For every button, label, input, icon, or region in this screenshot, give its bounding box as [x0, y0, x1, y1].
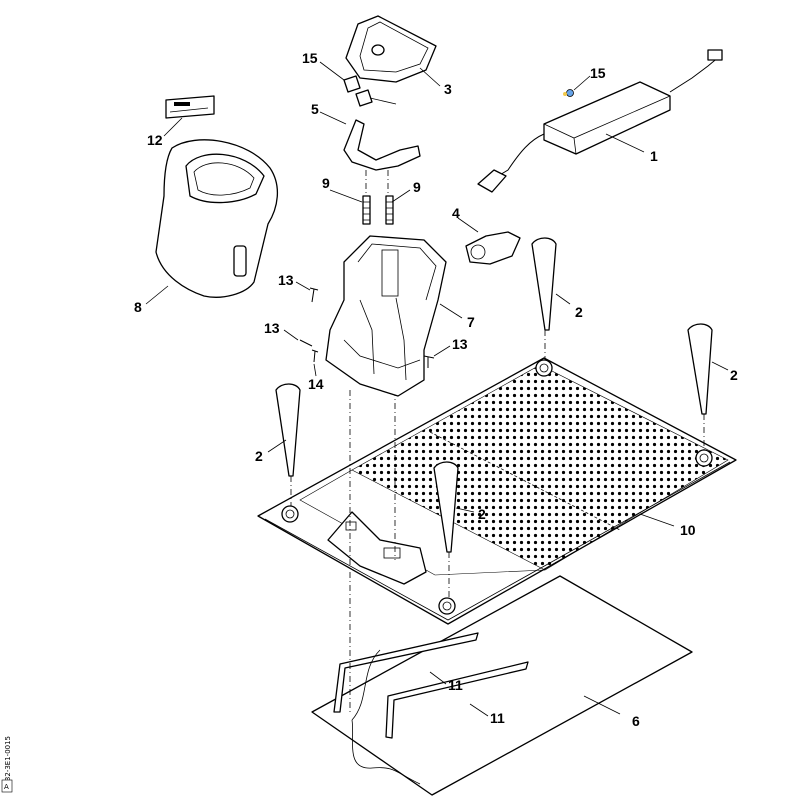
callout-10: 10: [680, 522, 696, 538]
side-reference-code: 0532-3E1-0015: [4, 736, 12, 790]
callout-11: 11: [448, 677, 463, 693]
part-label: [165, 95, 215, 119]
part-top-cover: [345, 15, 437, 83]
callout-6: 6: [632, 713, 640, 729]
callout-13: 13: [452, 336, 468, 352]
part-pegs: [275, 237, 713, 553]
callout-2: 2: [478, 506, 486, 522]
part-hood: [155, 139, 278, 298]
part-wire-pins: [333, 632, 529, 785]
callout-2: 2: [575, 304, 583, 320]
part-docking-housing: [325, 235, 447, 397]
part-screws: [299, 287, 435, 368]
side-reference-tag: A: [4, 783, 9, 791]
part-contact-holder: [343, 119, 421, 171]
part-plug-connector: [465, 231, 521, 265]
part-springs: [362, 195, 394, 225]
callout-5: 5: [311, 101, 319, 117]
callout-15: 15: [302, 50, 318, 66]
callout-3: 3: [444, 81, 452, 97]
callout-13: 13: [278, 272, 294, 288]
assembly-center-lines: [290, 170, 705, 712]
callout-8: 8: [134, 299, 142, 315]
callout-14: 15: [590, 65, 606, 81]
side-reference: 0532-3E1-0015 A: [1, 736, 13, 793]
part-power-supply: [477, 49, 723, 193]
callout-4: 4: [452, 205, 460, 221]
callout-11: 11: [490, 710, 505, 726]
callout-9: 9: [322, 175, 330, 191]
callout-labels: 1 2 2 2 2 3 4 5 6 7 8 9 9 10 11 11 12 13…: [134, 50, 738, 729]
callout-9: 9: [413, 179, 421, 195]
callout-12: 12: [147, 132, 163, 148]
part-fuse: [563, 89, 574, 97]
callout-7: 7: [467, 314, 475, 330]
callout-13: 14: [308, 376, 324, 392]
callout-2: 2: [255, 448, 263, 464]
part-clips: [343, 75, 373, 107]
part-underlay-sheet: [311, 575, 693, 796]
callout-1: 1: [650, 148, 658, 164]
callout-13: 13: [264, 320, 280, 336]
leader-lines: [145, 61, 729, 717]
callout-2: 2: [730, 367, 738, 383]
part-base-plate: [257, 357, 737, 625]
